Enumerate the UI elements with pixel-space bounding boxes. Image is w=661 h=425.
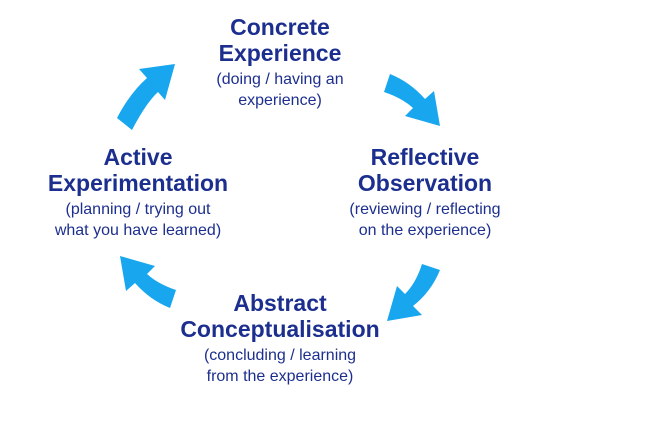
node-description: (reviewing / reflecting — [349, 200, 501, 218]
node-title: Observation — [357, 170, 493, 197]
node-description: experience) — [238, 92, 322, 110]
node-description: what you have learned) — [54, 222, 222, 240]
node-title: Concrete — [230, 14, 330, 40]
node-description: (doing / having an — [216, 70, 344, 88]
node-active-experimentation: Active Experimentation (planning / tryin… — [18, 144, 258, 242]
node-description: from the experience) — [206, 368, 354, 386]
node-description: (planning / trying out — [65, 200, 211, 218]
node-title: Conceptualisation — [180, 316, 380, 343]
node-title: Abstract — [233, 290, 327, 316]
node-title: Reflective — [370, 144, 480, 170]
node-description: on the experience) — [358, 222, 492, 240]
node-description: (concluding / learning — [203, 346, 357, 364]
node-title: Experience — [218, 40, 342, 67]
node-abstract-conceptualisation: Abstract Conceptualisation (concluding /… — [140, 290, 420, 388]
node-title: Active — [103, 144, 173, 170]
node-title: Experimentation — [47, 170, 229, 197]
node-concrete-experience: Concrete Experience (doing / having an e… — [165, 14, 395, 112]
node-reflective-observation: Reflective Observation (reviewing / refl… — [295, 144, 555, 242]
